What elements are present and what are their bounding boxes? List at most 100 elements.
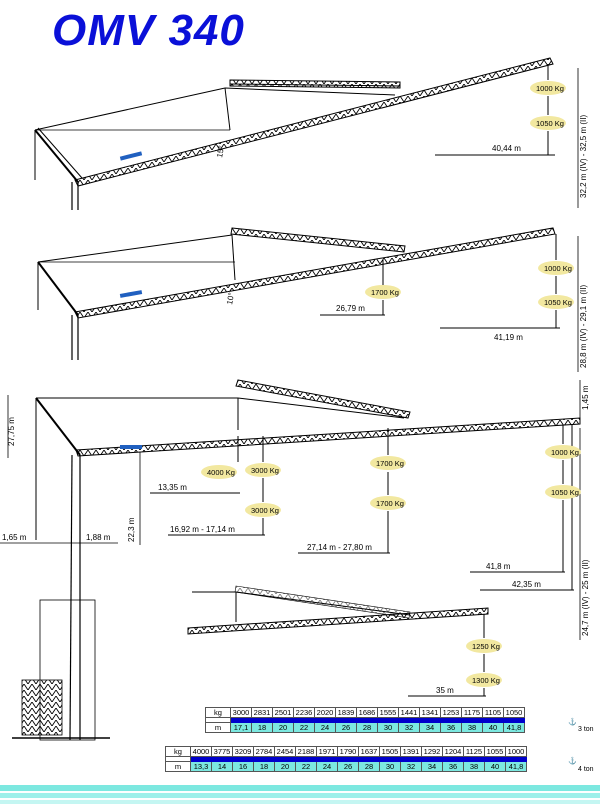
table-cell: 1050 — [503, 707, 525, 718]
load-pill: 1250 Kg — [466, 639, 502, 653]
row-header: m — [165, 761, 191, 772]
table-cell: 24 — [314, 722, 336, 733]
svg-text:3000 Kg: 3000 Kg — [251, 506, 279, 515]
table-cell: 1441 — [398, 707, 420, 718]
table-cell: 2501 — [272, 707, 294, 718]
table-cell: 3775 — [211, 746, 233, 757]
table-cell: 30 — [377, 722, 399, 733]
table-cell: 4000 — [190, 746, 212, 757]
offset-label-2: 1,88 m — [86, 533, 111, 542]
table-cell: 1971 — [316, 746, 338, 757]
svg-text:1050 Kg: 1050 Kg — [536, 119, 564, 128]
svg-text:4000 Kg: 4000 Kg — [207, 468, 235, 477]
diagram-4: 35 m — [187, 585, 489, 697]
svg-text:1700 Kg: 1700 Kg — [371, 288, 399, 297]
load-table-3-ton: kg 3000 2831 2501 2236 2020 1839 1686 15… — [205, 707, 525, 733]
svg-text:1000 Kg: 1000 Kg — [551, 448, 579, 457]
table-cell: 14 — [211, 761, 233, 772]
table-cell: 2454 — [274, 746, 296, 757]
height-label: 32,2 m (IV) - 32,5 m (II) — [579, 115, 588, 198]
table-row-m: m 13,3 14 16 18 20 22 24 26 28 30 32 34 … — [165, 761, 527, 772]
load-pill: 1300 Kg — [466, 673, 502, 687]
table-cell: 41,8 — [505, 761, 527, 772]
table-cell: 22 — [295, 761, 317, 772]
svg-text:1050 Kg: 1050 Kg — [544, 298, 572, 307]
radius-label-2: 16,92 m - 17,14 m — [170, 525, 235, 534]
svg-text:1000 Kg: 1000 Kg — [536, 84, 564, 93]
table-cell: 22 — [293, 722, 315, 733]
table-cell: 1686 — [356, 707, 378, 718]
table-cell: 1790 — [337, 746, 359, 757]
hook-icon: ⚓ — [568, 719, 577, 726]
load-table-4-ton: kg 4000 3775 3209 2784 2454 2188 1971 17… — [165, 746, 527, 772]
table-cell: 17,1 — [230, 722, 252, 733]
svg-text:1300 Kg: 1300 Kg — [472, 676, 500, 685]
table-cell: 2236 — [293, 707, 315, 718]
load-pill: 1700 Kg — [370, 456, 406, 470]
bottom-stripe — [0, 800, 600, 804]
table-cell: 36 — [440, 722, 462, 733]
svg-text:1700 Kg: 1700 Kg — [376, 459, 404, 468]
table-cell: 28 — [358, 761, 380, 772]
table-cell: 2020 — [314, 707, 336, 718]
table-cell: 20 — [272, 722, 294, 733]
row-header: m — [205, 722, 231, 733]
table-bar-row — [205, 717, 525, 723]
radius-label-5: 42,35 m — [512, 580, 541, 589]
radius-label-3: 27,14 m - 27,80 m — [307, 543, 372, 552]
table-cell: 26 — [335, 722, 357, 733]
load-pill: 1000 Kg — [545, 445, 581, 459]
row-header: kg — [205, 707, 231, 718]
table-cell: 34 — [419, 722, 441, 733]
page-title: OMV 340 — [52, 6, 245, 55]
table-cell: 26 — [337, 761, 359, 772]
table-cell: 2188 — [295, 746, 317, 757]
radius-label-4: 41,8 m — [486, 562, 511, 571]
bottom-stripe — [0, 785, 600, 791]
load-pill: 1000 Kg — [538, 261, 574, 275]
radius-label-1: 13,35 m — [158, 483, 187, 492]
table-cell: 1105 — [482, 707, 504, 718]
ton-label: 3 ton — [578, 726, 594, 733]
table-cell: 13,3 — [190, 761, 212, 772]
table-cell: 41,8 — [503, 722, 525, 733]
diagram-2: 10° 26,79 m 41,19 m 28,8 m (IV) - 29,1 m… — [37, 227, 588, 372]
table-cell: 38 — [461, 722, 483, 733]
table-cell: 3209 — [232, 746, 254, 757]
load-pill: 1700 Kg — [365, 285, 401, 299]
angle-label: 10° — [225, 292, 236, 305]
load-pill: 1050 Kg — [545, 485, 581, 499]
table-cell: 28 — [356, 722, 378, 733]
table-cell: 1253 — [440, 707, 462, 718]
load-pill: 1700 Kg — [370, 496, 406, 510]
bottom-stripe — [0, 793, 600, 798]
load-pill: 1050 Kg — [530, 116, 566, 130]
diagram-3: 27,75 m 22,3 m 1,65 m 1,88 m 13,35 m 16,… — [0, 379, 590, 741]
load-pill: 1050 Kg — [538, 295, 574, 309]
hook-icon: ⚓ — [568, 758, 577, 765]
table-row-m: m 17,1 18 20 22 24 26 28 30 32 34 36 38 … — [205, 722, 525, 733]
table-cell: 1000 — [505, 746, 527, 757]
svg-text:3000 Kg: 3000 Kg — [251, 466, 279, 475]
table-cell: 1175 — [461, 707, 483, 718]
table-cell: 40 — [482, 722, 504, 733]
load-pills: 1000 Kg 1050 Kg 1700 Kg 1000 Kg 1050 Kg … — [201, 81, 581, 687]
svg-text:1050 Kg: 1050 Kg — [551, 488, 579, 497]
load-pill: 1000 Kg — [530, 81, 566, 95]
table-cell: 32 — [400, 761, 422, 772]
table-cell: 36 — [442, 761, 464, 772]
table-cell: 1055 — [484, 746, 506, 757]
table-cell: 1341 — [419, 707, 441, 718]
table-cell: 30 — [379, 761, 401, 772]
table-cell: 18 — [251, 722, 273, 733]
table-cell: 3000 — [230, 707, 252, 718]
table-cell: 1125 — [463, 746, 485, 757]
table-cell: 40 — [484, 761, 506, 772]
row-header: kg — [165, 746, 191, 757]
load-pill: 4000 Kg — [201, 465, 237, 479]
table-cell: 1505 — [379, 746, 401, 757]
table-cell: 24 — [316, 761, 338, 772]
table-cell: 1391 — [400, 746, 422, 757]
table-cell: 16 — [232, 761, 254, 772]
svg-text:1000 Kg: 1000 Kg — [544, 264, 572, 273]
